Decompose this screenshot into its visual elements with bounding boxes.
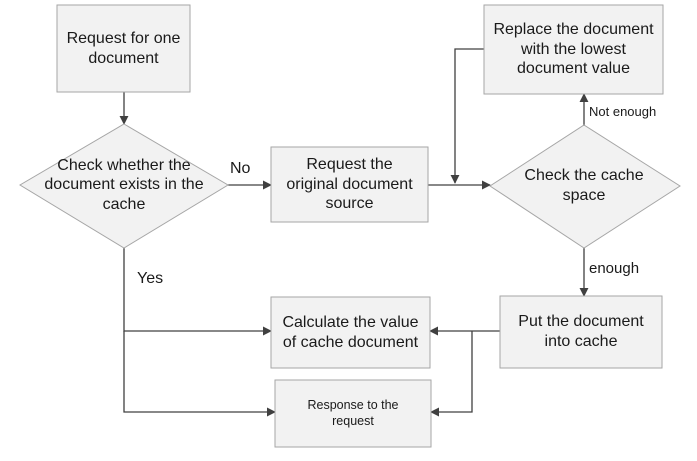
node-put-into-cache: Put the document into cache bbox=[518, 313, 644, 350]
node-check-space-diamond bbox=[489, 124, 681, 249]
node-request-original: Request the original document source bbox=[286, 156, 413, 213]
edge-label-no: No bbox=[230, 160, 251, 177]
edge-check-to-response-yes bbox=[123, 331, 276, 417]
node-calculate-value-box bbox=[270, 296, 431, 369]
node-check-exists-diamond bbox=[19, 123, 229, 249]
edge-check-to-calculate-yes bbox=[123, 248, 272, 336]
node-put-into-cache-box bbox=[499, 295, 663, 369]
edge-label-not-enough: Not enough bbox=[589, 104, 657, 119]
edge-put-to-response bbox=[430, 331, 473, 417]
node-response: Response to the request bbox=[307, 398, 399, 428]
node-response-box bbox=[274, 379, 432, 448]
node-check-exists: Check whether the document exists in the… bbox=[44, 156, 204, 213]
edge-replace-back-to-space bbox=[450, 48, 484, 184]
node-request-one-document: Request for one document bbox=[66, 29, 181, 67]
node-request-original-box bbox=[270, 146, 429, 223]
edge-label-enough: enough bbox=[589, 260, 640, 277]
edge-label-yes: Yes bbox=[137, 270, 164, 287]
node-replace-lowest-box bbox=[483, 4, 664, 95]
node-check-space: Check the cache space bbox=[524, 167, 644, 204]
node-request-one-document-box bbox=[56, 4, 191, 93]
node-replace-lowest: Replace the document with the lowest doc… bbox=[493, 21, 654, 78]
node-calculate-value: Calculate the value of cache document bbox=[282, 313, 419, 351]
